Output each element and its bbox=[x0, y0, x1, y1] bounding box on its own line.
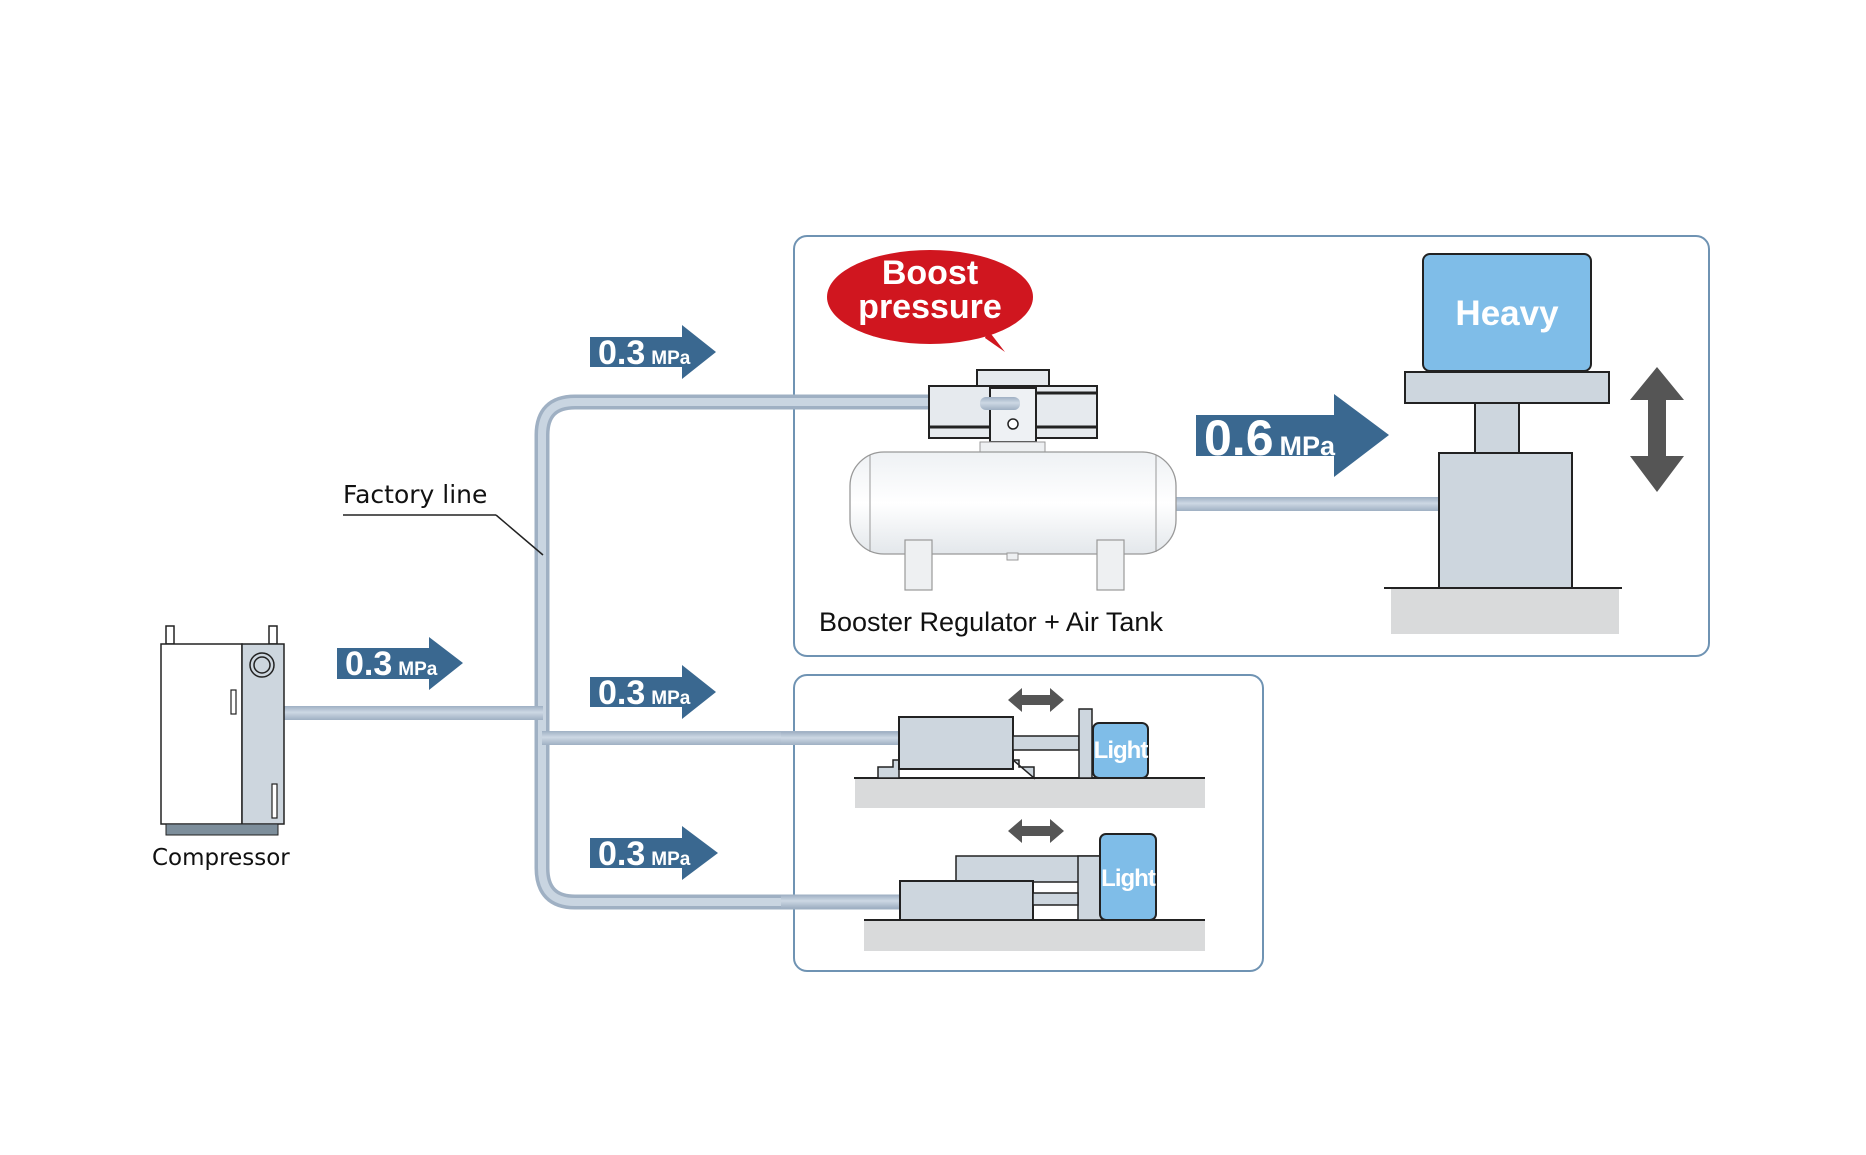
booster-regulator-icon bbox=[928, 369, 1098, 443]
pressure-unit: MPa bbox=[398, 659, 438, 680]
compressor-icon bbox=[160, 625, 285, 836]
light-label-bottom: Light bbox=[1101, 865, 1156, 892]
boost-pressure-bubble bbox=[827, 250, 1033, 352]
light-load-box-top bbox=[1092, 722, 1149, 779]
pressure-unit: MPa bbox=[1279, 431, 1336, 461]
pressure-value: 0.3 bbox=[598, 334, 646, 372]
boost-bubble-text-line2: pressure bbox=[858, 288, 1002, 326]
light-actuator-top-icon bbox=[781, 688, 1205, 808]
heavy-label: Heavy bbox=[1455, 294, 1559, 333]
pressure-unit: MPa bbox=[651, 849, 691, 870]
factory-line-leader bbox=[343, 514, 544, 556]
pressure-arrow-bottom-shape bbox=[590, 826, 718, 880]
vertical-motion-arrow-icon bbox=[1630, 367, 1684, 492]
factory-line-label: Factory line bbox=[343, 480, 488, 509]
pressure-unit: MPa bbox=[651, 348, 691, 369]
air-tank-icon bbox=[849, 441, 1177, 591]
pressure-unit: MPa bbox=[651, 688, 691, 709]
pipe-compressor-out bbox=[283, 706, 543, 720]
pressure-value: 0.6 bbox=[1204, 410, 1274, 466]
light-label-top: Light bbox=[1093, 737, 1149, 764]
pressure-arrow-top-shape bbox=[590, 325, 716, 379]
pressure-value: 0.3 bbox=[598, 674, 646, 712]
booster-caption: Booster Regulator + Air Tank bbox=[819, 607, 1163, 637]
heavy-cylinder-icon bbox=[1384, 371, 1622, 634]
heavy-load-box bbox=[1422, 253, 1592, 372]
light-load-box-bottom bbox=[1099, 833, 1157, 921]
pressure-value: 0.3 bbox=[345, 645, 393, 683]
pressure-arrow-compressor-shape bbox=[337, 637, 463, 690]
pressure-arrow-middle-shape bbox=[590, 665, 716, 719]
pressure-arrow-boosted-shape bbox=[1196, 394, 1389, 477]
boost-bubble-text-line1: Boost bbox=[881, 254, 979, 292]
compressor-label: Compressor bbox=[152, 845, 290, 871]
pressure-value: 0.3 bbox=[598, 835, 646, 873]
